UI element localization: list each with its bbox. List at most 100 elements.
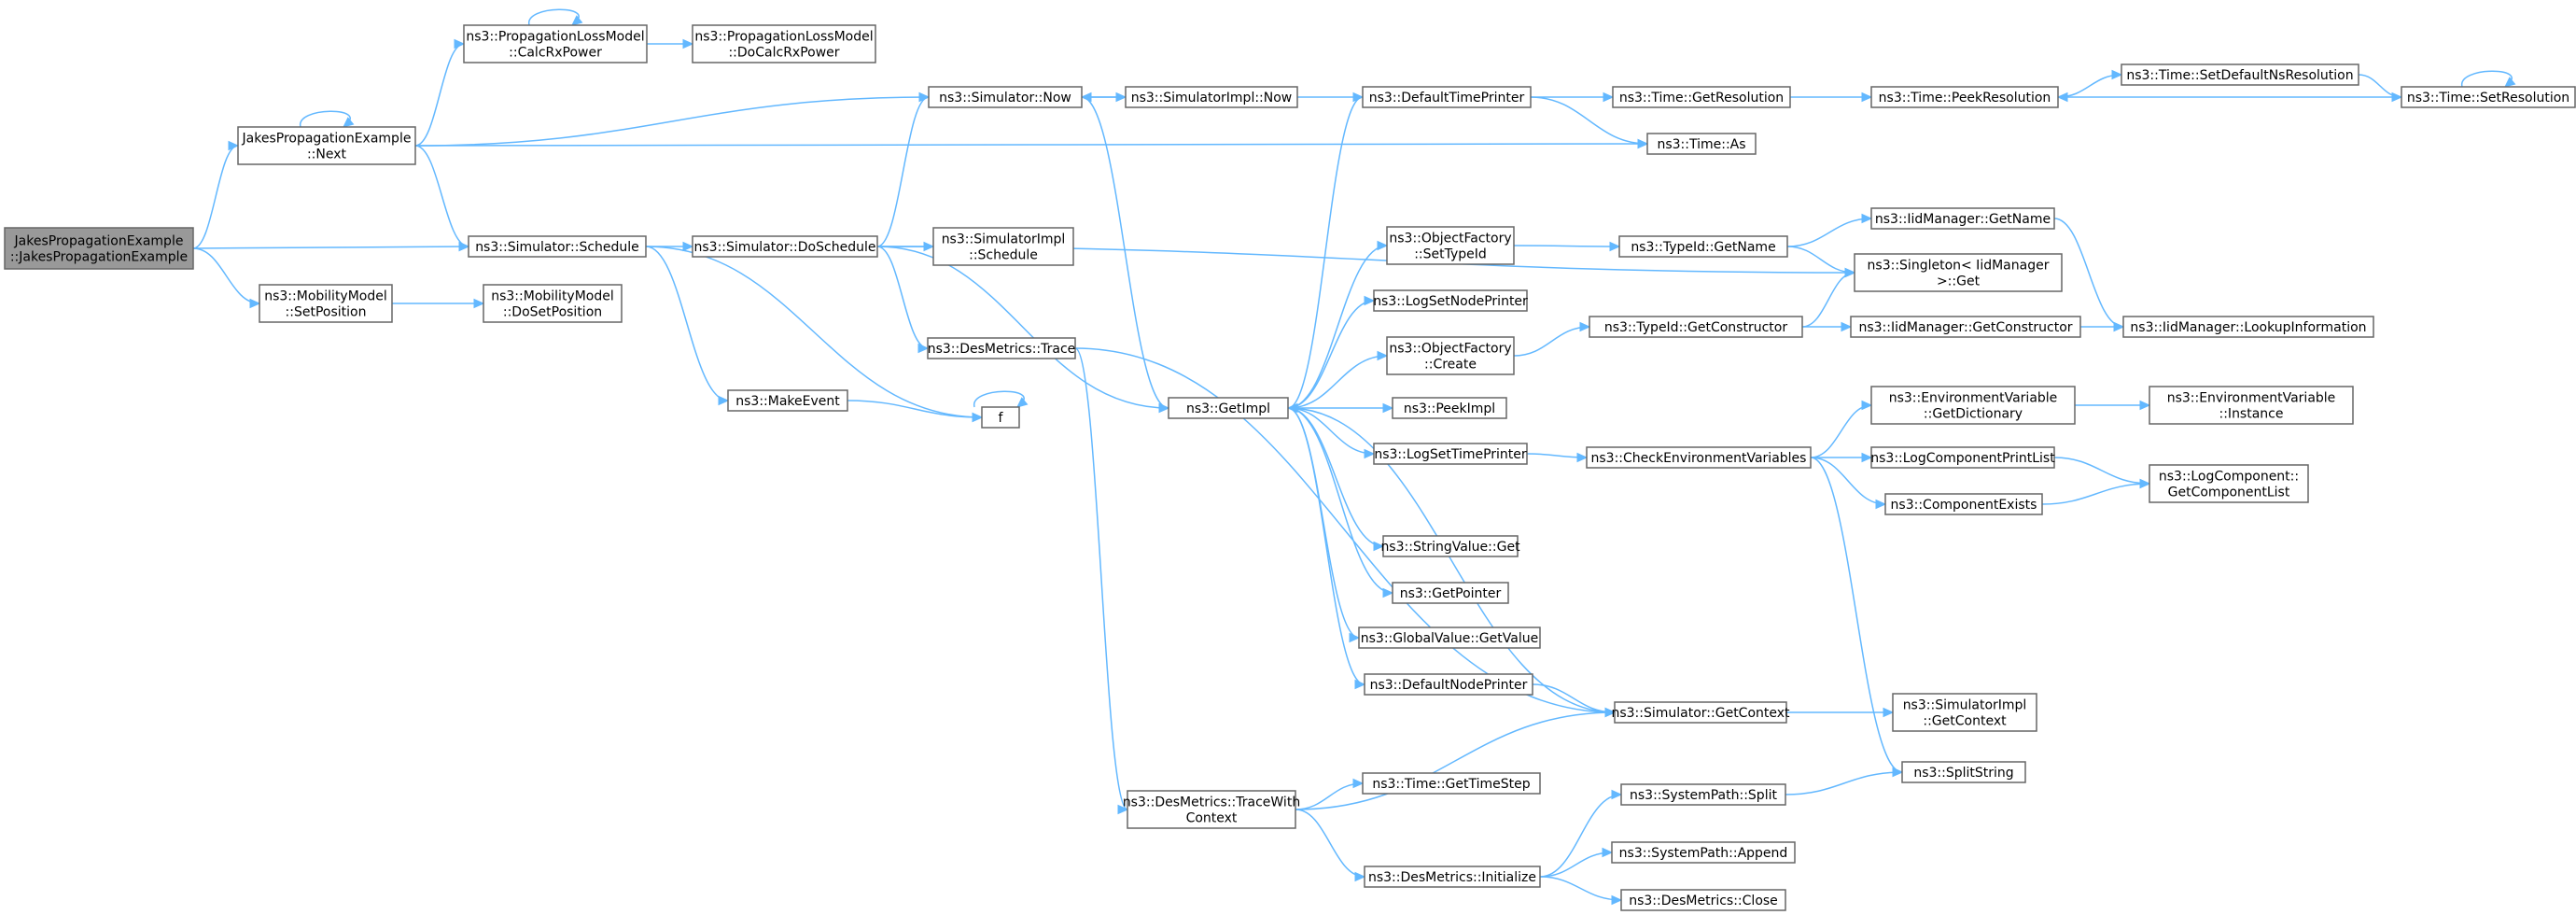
node-typeid-getname[interactable]: ns3::TypeId::GetName [1618,235,1788,258]
node-sim-now[interactable]: ns3::Simulator::Now [928,86,1083,108]
edge-arrowhead [1576,452,1589,463]
node-label: ns3::ObjectFactory [1389,232,1511,246]
node-stringvalue-get[interactable]: ns3::StringValue::Get [1380,535,1520,557]
node-simimpl-schedule[interactable]: ns3::SimulatorImpl::Schedule [932,227,1074,266]
node-peekimpl[interactable]: ns3::PeekImpl [1392,397,1507,419]
edge-arrowhead [454,38,466,49]
edge-getimpl-to-def_node_printer [1287,407,1366,690]
node-box [1589,316,1803,338]
edge-line [1295,809,1365,878]
edge-arrowhead [1080,92,1092,103]
node-label: ns3::IidManager::LookupInformation [2130,320,2366,335]
node-box [927,337,1076,359]
node-make-event[interactable]: ns3::MakeEvent [727,389,848,412]
edge-line [1074,347,1616,713]
edge-line [1530,96,1648,145]
edge-check_env-to-envvar_getdict [1810,400,1873,458]
node-simimpl-getcontext[interactable]: ns3::SimulatorImpl::GetContext [1892,693,2037,732]
edge-line [528,8,580,26]
edge-sim_schedule-to-make_event [645,246,730,406]
edge-arrowhead [1892,767,1904,778]
node-label: ns3::IidManager::GetConstructor [1858,320,2072,335]
edge-arrowhead [2139,400,2151,411]
node-envvar-getdict[interactable]: ns3::EnvironmentVariable::GetDictionary [1870,386,2076,425]
node-box [1618,235,1788,258]
node-mm-setpos[interactable]: ns3::MobilityModel::SetPosition [259,284,393,323]
edge-arrowhead [1286,402,1298,414]
node-split-string[interactable]: ns3::SplitString [1901,761,2026,783]
node-desm-trace[interactable]: ns3::DesMetrics::Trace [927,337,1076,359]
node-jpe-next[interactable]: JakesPropagationExample::Next [237,126,416,165]
node-time-peekres[interactable]: ns3::Time::PeekResolution [1870,86,2059,108]
edge-arrowhead [228,140,240,151]
node-box [1373,443,1528,465]
edge-arrowhead [1602,847,1614,858]
node-time-setdefns[interactable]: ns3::Time::SetDefaultNsResolution [2121,63,2359,86]
node-time-gettimestep[interactable]: ns3::Time::GetTimeStep [1362,772,1541,795]
node-def-node-printer[interactable]: ns3::DefaultNodePrinter [1364,673,1533,696]
node-box [1646,133,1757,155]
node-iid-getctor[interactable]: ns3::IidManager::GetConstructor [1850,316,2081,338]
node-iid-lookup[interactable]: ns3::IidManager::LookupInformation [2122,316,2374,338]
edge-arrowhead [473,298,485,309]
node-sim-schedule[interactable]: ns3::Simulator::Schedule [468,235,647,258]
node-plm-calc[interactable]: ns3::PropagationLossModel::CalcRxPower [463,24,648,63]
edge-arrowhead [1117,804,1129,815]
node-desm-initialize[interactable]: ns3::DesMetrics::Initialize [1364,866,1541,888]
node-getimpl[interactable]: ns3::GetImpl [1168,397,1289,419]
edge-desm_trace-to-sim_getcontext [1074,347,1617,718]
node-label: ns3::DesMetrics::Trace [928,342,1076,357]
node-plm-docalc[interactable]: ns3::PropagationLossModel::DoCalcRxPower [692,24,876,63]
node-log-setnodeprinter[interactable]: ns3::LogSetNodePrinter [1373,289,1528,312]
node-sim-getcontext[interactable]: ns3::Simulator::GetContext [1611,701,1790,724]
node-syspath-split[interactable]: ns3::SystemPath::Split [1620,783,1786,806]
node-mm-dosetpos[interactable]: ns3::MobilityModel::DoSetPosition [483,284,623,323]
node-box [1168,397,1289,419]
edge-line [876,96,930,247]
edge-def_time_printer-to-time_as [1530,96,1649,149]
node-simimpl-now[interactable]: ns3::SimulatorImpl::Now [1125,86,1298,108]
node-singleton-get[interactable]: ns3::Singleton< IidManager >::Get [1854,253,2063,292]
node-logcomp-getlist[interactable]: ns3::LogComponent::GetComponentList [2149,464,2309,503]
node-envvar-instance[interactable]: ns3::EnvironmentVariable::Instance [2149,386,2354,425]
node-label: f [999,411,1004,426]
edge-line [876,246,1169,409]
node-def-time-printer[interactable]: ns3::DefaultTimePrinter [1362,86,1532,108]
edge-arrowhead [1373,541,1385,552]
node-iid-getname[interactable]: ns3::IidManager::GetName [1870,207,2055,230]
node-check-env[interactable]: ns3::CheckEnvironmentVariables [1586,446,1812,469]
node-box [2121,63,2359,86]
node-label: ns3::SimulatorImpl [942,232,1066,247]
node-syspath-append[interactable]: ns3::SystemPath::Append [1611,841,1796,864]
edge-iid_getname-to-iid_lookup [2053,218,2125,332]
node-sim-doschedule[interactable]: ns3::Simulator::DoSchedule [692,235,878,258]
edge-syspath_split-to-split_string [1785,767,1904,795]
node-box [1854,253,2063,292]
node-box [1386,336,1515,375]
node-logcomp-printlist[interactable]: ns3::LogComponentPrintList [1870,446,2055,469]
node-desm-close[interactable]: ns3::DesMetrics::Close [1620,889,1786,911]
node-f[interactable]: f [981,406,1020,429]
edge-iid_getctor-to-iid_lookup [2080,321,2125,332]
node-typeid-getctor[interactable]: ns3::TypeId::GetConstructor [1589,316,1803,338]
node-globalvalue-get[interactable]: ns3::GlobalValue::GetValue [1358,626,1541,649]
edge-getimpl-to-log_setnodeprinter [1287,295,1376,409]
node-time-setres[interactable]: ns3::Time::SetResolution [2401,86,2576,108]
node-comp-exists[interactable]: ns3::ComponentExists [1884,493,2043,515]
edge-arrowhead [1579,321,1591,332]
node-root[interactable]: JakesPropagationExample::JakesPropagatio… [4,227,194,270]
node-getpointer[interactable]: ns3::GetPointer [1392,582,1509,604]
edge-root-to-sim_schedule [192,241,470,252]
node-label: ns3::Time::GetTimeStep [1372,777,1530,792]
node-time-as[interactable]: ns3::Time::As [1646,133,1757,155]
node-time-getres[interactable]: ns3::Time::GetResolution [1612,86,1791,108]
node-of-create[interactable]: ns3::ObjectFactory::Create [1386,336,1515,375]
node-log-settimeprinter[interactable]: ns3::LogSetTimePrinter [1373,443,1528,465]
node-label: ns3::LogSetTimePrinter [1374,447,1527,462]
edge-typeid_getctor-to-singleton_get [1801,267,1856,328]
edge-arrowhead [2111,69,2123,80]
edge-jpe_next-to-sim_schedule [414,145,470,252]
edge-line [1287,407,1375,455]
node-of-settypeid[interactable]: ns3::ObjectFactory::SetTypeId [1386,226,1515,265]
